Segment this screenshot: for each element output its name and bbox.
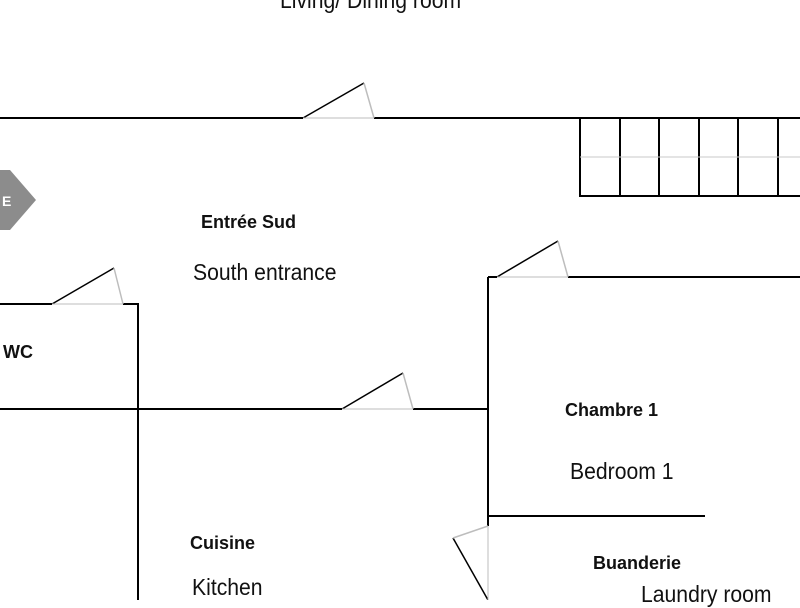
entrance-arrow-label: E: [2, 193, 11, 209]
staircase: [579, 117, 800, 197]
bedroom1-label-en: Bedroom 1: [570, 458, 674, 484]
bedroom1-label-fr: Chambre 1: [565, 400, 659, 420]
entrance-arrow-icon: E: [0, 170, 36, 230]
door-wc: [51, 267, 124, 306]
south-entrance-label-en: South entrance: [193, 259, 337, 285]
door-north: [302, 82, 375, 120]
kitchen-label-en: Kitchen: [192, 574, 263, 600]
door-kitchen: [341, 372, 414, 411]
laundry-label-en: Laundry room: [641, 581, 772, 607]
top-room-label: Living/ Dining room: [280, 0, 462, 13]
door-bedroom: [496, 240, 569, 279]
kitchen-label-fr: Cuisine: [190, 533, 256, 553]
south-entrance-label-fr: Entrée Sud: [201, 212, 297, 232]
walls: [0, 117, 800, 600]
door-laundry: [452, 525, 490, 600]
laundry-label-fr: Buanderie: [593, 553, 682, 573]
wc-label: WC: [3, 342, 33, 362]
